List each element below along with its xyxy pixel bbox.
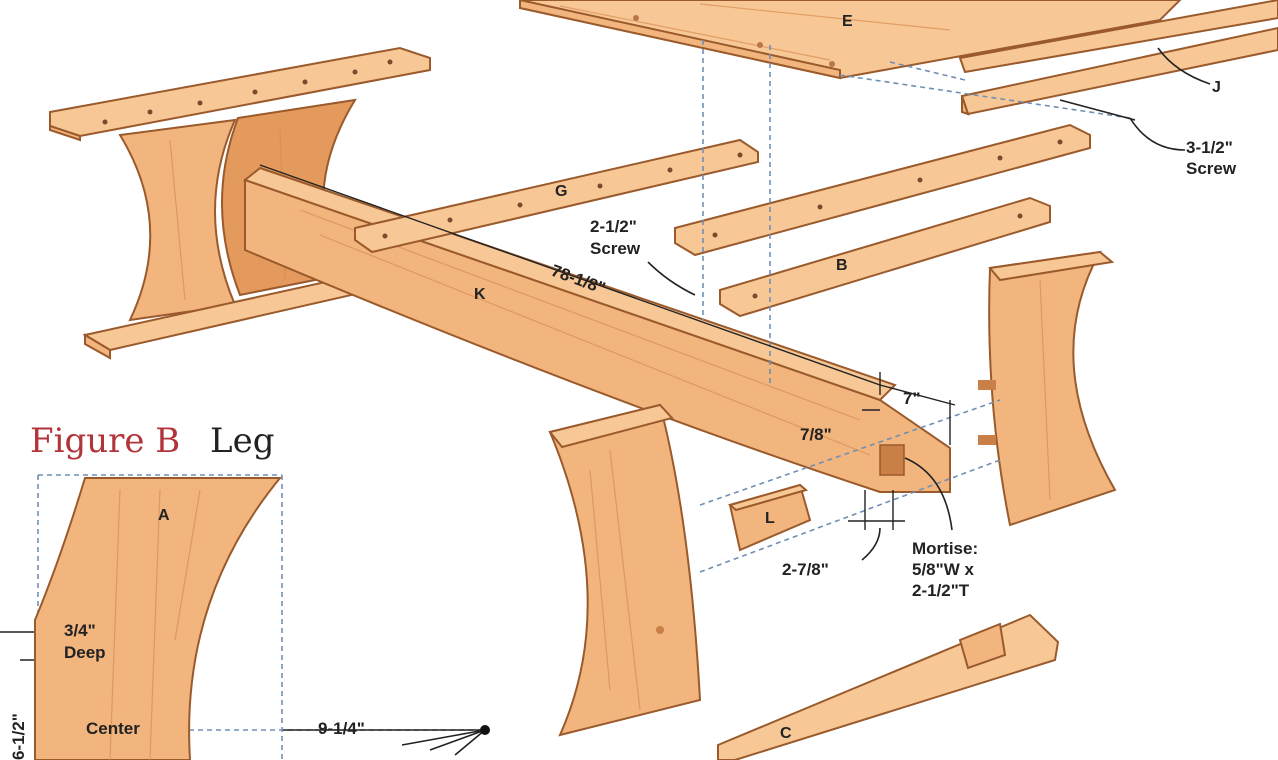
mortise-depth: 2-1/2"T	[912, 581, 970, 600]
part-label-g: G	[555, 183, 567, 200]
part-label-c: C	[780, 725, 792, 742]
right-leg-far	[978, 250, 1117, 527]
part-label-a: A	[158, 507, 170, 524]
cleat-j-lower	[960, 26, 1278, 116]
depth-label: Deep	[64, 643, 106, 662]
screw-long-size: 3-1/2"	[1186, 138, 1233, 157]
tabletop-boards-e	[519, 0, 1182, 80]
left-leg-assembly	[49, 46, 431, 360]
part-label-b: B	[836, 257, 848, 274]
center-label: Center	[86, 719, 140, 738]
mortise-width: 5/8"W x	[912, 560, 974, 579]
dim-shoulder: 7/8"	[800, 425, 832, 444]
part-label-j: J	[1212, 79, 1221, 96]
dim-tenon-length: 7"	[903, 389, 921, 408]
dim-center-to-edge: 9-1/4"	[318, 719, 365, 738]
figure-title: Figure B	[30, 421, 180, 461]
board-b	[719, 196, 1051, 318]
figure-subject: Leg	[210, 421, 274, 461]
screw-short-size: 2-1/2"	[590, 217, 637, 236]
tenon-l	[727, 483, 812, 552]
screw-short-label: Screw	[590, 239, 641, 258]
dim-vertical: 6-1/2"	[9, 713, 28, 760]
figure-b-leg-inset	[34, 477, 283, 760]
board-upper	[674, 123, 1091, 257]
mortise-label: Mortise:	[912, 539, 978, 558]
part-label-e: E	[842, 13, 853, 30]
screw-long-label: Screw	[1186, 159, 1237, 178]
depth-value: 3/4"	[64, 621, 96, 640]
part-label-k: K	[474, 286, 486, 303]
board-c	[717, 613, 1060, 760]
dim-mortise-offset: 2-7/8"	[782, 560, 829, 579]
board-g	[354, 138, 759, 254]
cleat-j-upper	[958, 0, 1278, 74]
part-label-l: L	[765, 510, 775, 527]
dimension-lines	[0, 164, 956, 731]
front-leg	[548, 403, 702, 737]
